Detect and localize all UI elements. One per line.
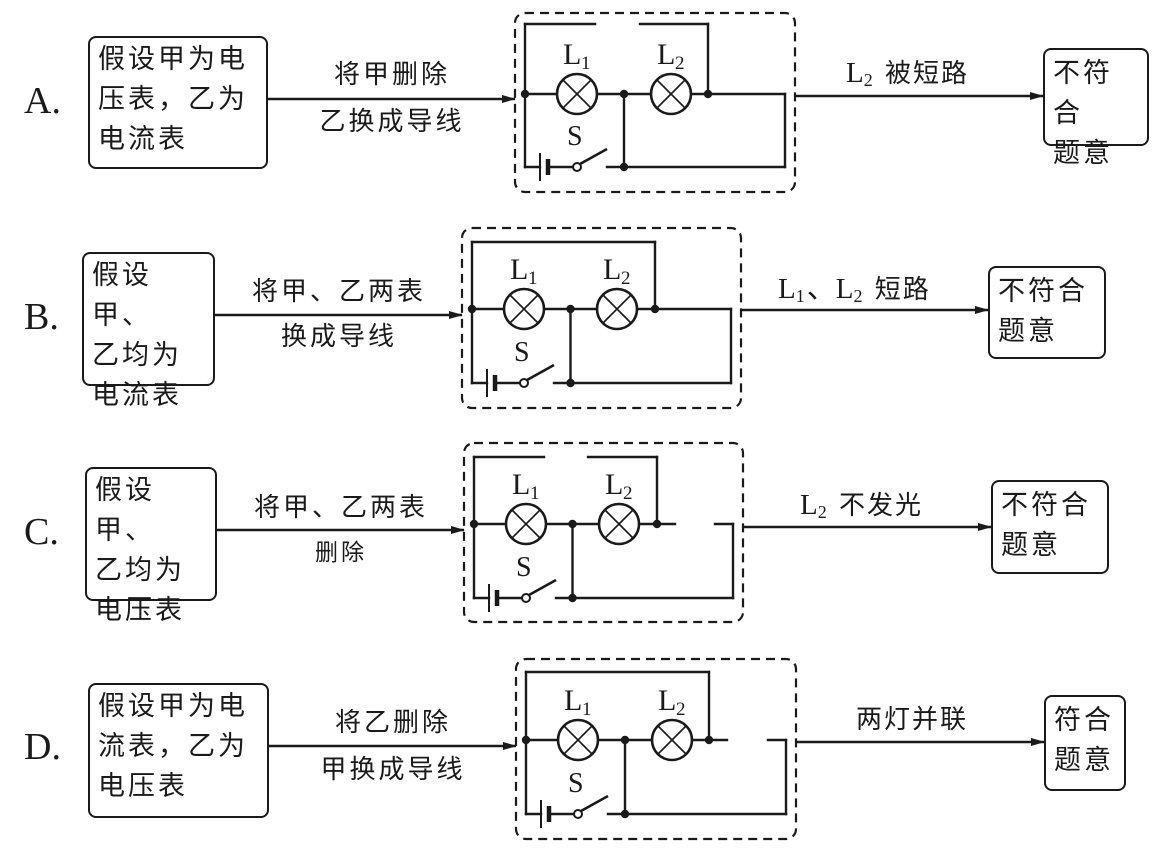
result-lamp-label: L (846, 57, 864, 89)
lamp-label: L (564, 684, 582, 717)
junction-dot (521, 735, 531, 745)
operation-line-1: 将甲、乙两表 (253, 493, 428, 523)
operation-line-2: 乙换成导线 (319, 107, 465, 137)
verdict-box: 不符合 题意 (991, 480, 1109, 574)
lamp-cross-icon (656, 79, 686, 109)
result-lamp-label: L (800, 489, 818, 521)
lamp-label-sub: 2 (621, 268, 631, 289)
result-lamp-label-2: 、L (806, 273, 854, 305)
switch-pivot-icon (521, 593, 531, 603)
verdict-box: 不符合 题意 (988, 266, 1106, 359)
option-label: D. (24, 726, 61, 768)
lamp-label-sub: 2 (623, 483, 633, 504)
assumption-box: 假设甲为电 流表，乙为 电压表 (88, 683, 269, 818)
result-description: 被短路 (874, 59, 969, 89)
operation-line-2: 删除 (315, 540, 367, 566)
lamp-label-sub: 1 (582, 699, 592, 720)
switch-blade-icon (579, 147, 608, 166)
switch-label: S (568, 768, 584, 799)
operation-line-1: 将乙删除 (334, 708, 451, 738)
lamp-label-sub: 1 (581, 53, 591, 74)
junction-dot (566, 304, 575, 314)
lamp-label: L (512, 468, 530, 501)
lamp-cross-icon (509, 294, 539, 324)
switch-label: S (516, 552, 532, 583)
result-description: 两灯并联 (856, 705, 969, 735)
switch-pivot-icon (572, 162, 582, 172)
lamp-label-sub: 2 (675, 53, 685, 74)
lamp-cross-icon (602, 294, 632, 324)
junction-dot (469, 519, 479, 529)
result-text: 两灯并联 (856, 705, 968, 735)
lamp-label-sub: 1 (530, 483, 540, 504)
result-lamp-label: L (778, 273, 796, 305)
result-lamp-sub: 2 (817, 502, 829, 522)
option-label: C. (24, 511, 59, 553)
switch-blade-icon (528, 578, 557, 597)
lamp-label: L (605, 468, 623, 501)
lamp-label-sub: 2 (676, 699, 686, 720)
result-text: L2 不发光 (800, 490, 923, 527)
switch-blade-icon (526, 363, 555, 382)
junction-dot (467, 304, 477, 314)
operation-line-1: 将甲删除 (333, 60, 450, 90)
lamp-label: L (657, 38, 675, 71)
junction-dot (620, 735, 630, 745)
lamp-cross-icon (604, 509, 634, 539)
operation-line-2: 甲换成导线 (320, 755, 466, 785)
circuit-frame-dashed (462, 441, 745, 624)
lamp-cross-icon (563, 725, 593, 755)
switch-blade-icon (580, 794, 609, 813)
result-text: L2 被短路 (846, 58, 969, 95)
result-description: 短路 (864, 275, 931, 305)
option-label: A. (24, 80, 61, 122)
result-lamp-sub-2: 2 (853, 286, 865, 306)
switch-pivot-icon (573, 809, 583, 819)
result-lamp-sub: 2 (863, 70, 875, 90)
lamp-label: L (510, 253, 528, 286)
assumption-box: 假设甲为电 压表，乙为 电流表 (88, 36, 268, 169)
option-label: B. (24, 296, 59, 338)
switch-label: S (567, 121, 583, 152)
lamp-label: L (603, 253, 621, 286)
result-text: L1、L2 短路 (778, 274, 931, 311)
lamp-label-sub: 1 (528, 268, 538, 289)
lamp-cross-icon (657, 725, 687, 755)
assumption-box: 假设甲、 乙均为 电压表 (85, 467, 217, 626)
lamp-label: L (563, 38, 581, 71)
result-lamp-sub: 1 (795, 286, 807, 306)
junction-dot (520, 89, 530, 99)
switch-label: S (514, 337, 530, 368)
verdict-box: 符合 题意 (1044, 695, 1126, 791)
lamp-label: L (658, 684, 676, 717)
result-description: 不发光 (828, 491, 923, 521)
operation-line-2: 换成导线 (280, 322, 397, 352)
junction-dot (568, 519, 577, 529)
junction-dot (619, 89, 629, 99)
verdict-box: 不符合 题意 (1043, 48, 1149, 169)
switch-pivot-icon (519, 378, 529, 388)
lamp-cross-icon (511, 509, 541, 539)
assumption-box: 假设甲、 乙均为 电流表 (82, 252, 215, 411)
operation-line-1: 将甲、乙两表 (251, 277, 426, 307)
lamp-cross-icon (562, 79, 592, 109)
